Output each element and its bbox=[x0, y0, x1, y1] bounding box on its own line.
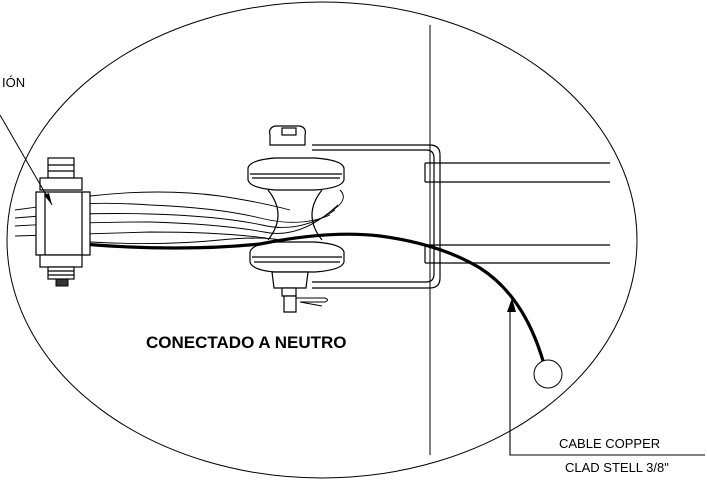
cable-label-line2: CLAD STELL 3/8" bbox=[565, 460, 669, 475]
bracket-arm-upper bbox=[424, 162, 610, 183]
main-label: CONECTADO A NEUTRO bbox=[146, 333, 347, 352]
clamp-leader-arrow bbox=[44, 193, 52, 205]
cotter-pin bbox=[296, 297, 328, 307]
clamp-label-fragment: IÓN bbox=[2, 75, 25, 90]
bracket-plate bbox=[312, 144, 441, 289]
detail-ellipse bbox=[6, 1, 638, 479]
grounding-cable bbox=[81, 232, 550, 381]
cable-label-line1: CABLE COPPER bbox=[559, 436, 660, 451]
compression-clamp bbox=[35, 157, 91, 280]
cable-leader bbox=[509, 310, 705, 456]
bracket-arm-lower bbox=[424, 244, 610, 264]
cable-end-circle bbox=[533, 359, 563, 389]
clevis-bottom bbox=[271, 271, 309, 313]
cable-leader-arrow bbox=[507, 298, 516, 312]
clevis-top bbox=[268, 125, 307, 146]
spool-insulator bbox=[247, 157, 345, 273]
clamp-leader-line bbox=[0, 114, 53, 206]
clamp-stud-tip bbox=[55, 278, 69, 287]
